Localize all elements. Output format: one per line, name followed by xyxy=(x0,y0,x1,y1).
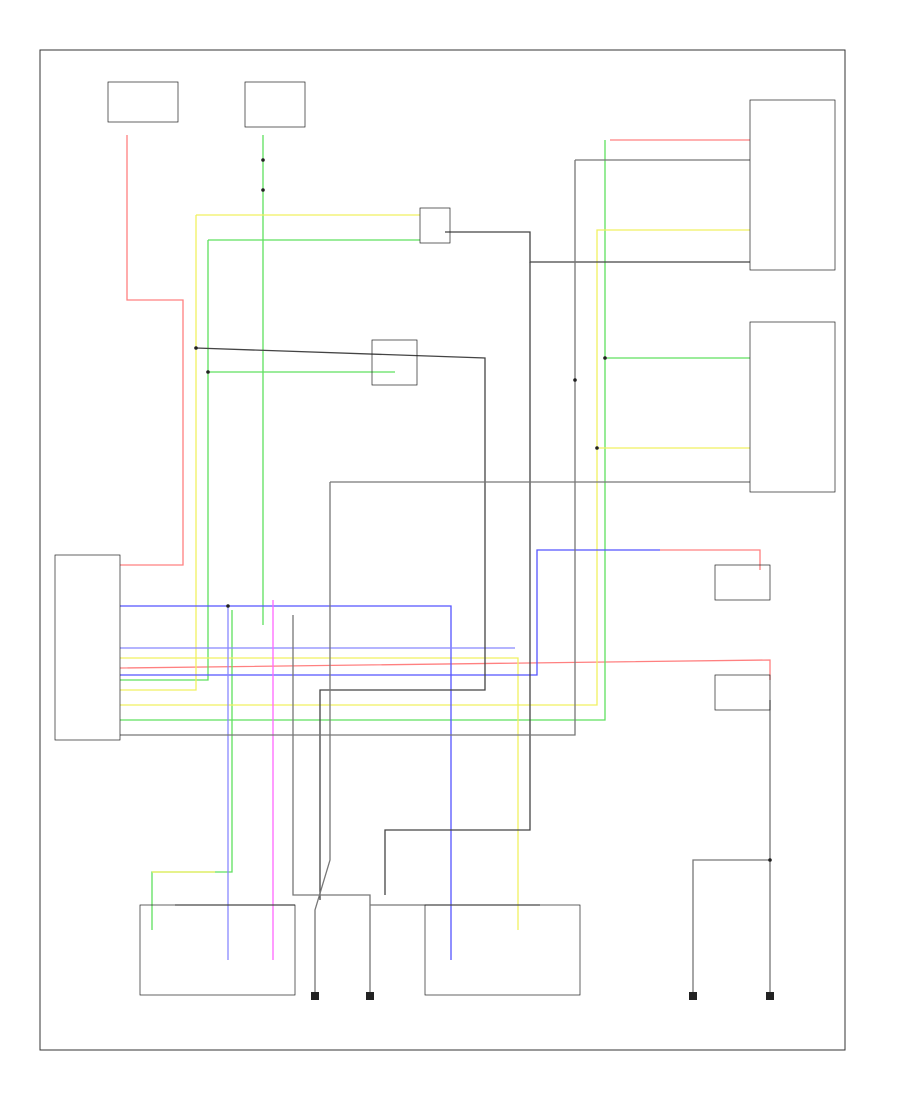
splice-1 xyxy=(194,346,198,350)
wire-green-trunk xyxy=(120,240,209,681)
key-cylinder-switch-block xyxy=(371,339,418,386)
wire-blue-upper xyxy=(120,605,452,960)
wire-black-vertical-right xyxy=(384,262,531,895)
right-door-lock-actuator xyxy=(424,904,581,996)
ground-terminal-3 xyxy=(689,992,697,1000)
wire-blue-thick xyxy=(120,549,660,676)
wire-black-switch-to-right xyxy=(445,231,750,263)
left-door-switch xyxy=(714,674,771,711)
ground-terminal-1 xyxy=(311,992,319,1000)
diagram-frame xyxy=(39,49,846,1051)
wire-green-right-door xyxy=(120,140,606,721)
wire-gray-ground-right xyxy=(692,859,770,995)
splice-9 xyxy=(226,604,230,608)
ground-terminal-2 xyxy=(366,992,374,1000)
ground-terminal-4 xyxy=(766,992,774,1000)
wire-red-door-switch xyxy=(119,659,771,680)
front-right-door-actuator xyxy=(749,99,836,271)
fuse-box-left xyxy=(107,81,179,123)
wire-yellow-trunk xyxy=(120,215,197,691)
splice-2 xyxy=(206,370,210,374)
left-door-lock-actuator xyxy=(139,904,296,996)
wire-red-battery xyxy=(120,135,184,566)
control-unit-connector xyxy=(54,554,121,741)
fuse-box-center xyxy=(244,81,306,128)
wire-gray-vertical-right xyxy=(120,160,576,736)
splice-5 xyxy=(603,356,607,360)
wire-yellow-right-lower xyxy=(120,657,519,930)
driver-door-switch-block xyxy=(419,207,451,244)
wire-gray-ground-left xyxy=(314,482,331,995)
splice-6 xyxy=(595,446,599,450)
wire-yellow-actuators xyxy=(120,229,750,706)
wire-black-lock-unlock xyxy=(195,347,486,900)
splice-7 xyxy=(573,378,577,382)
splice-3 xyxy=(261,158,265,162)
wire-gray-ground-mid xyxy=(292,615,371,995)
rear-right-door-actuator xyxy=(749,321,836,493)
splice-8 xyxy=(768,858,772,862)
wire-red-pink-upper xyxy=(660,549,761,570)
splice-4 xyxy=(261,188,265,192)
right-door-switch xyxy=(714,564,771,601)
